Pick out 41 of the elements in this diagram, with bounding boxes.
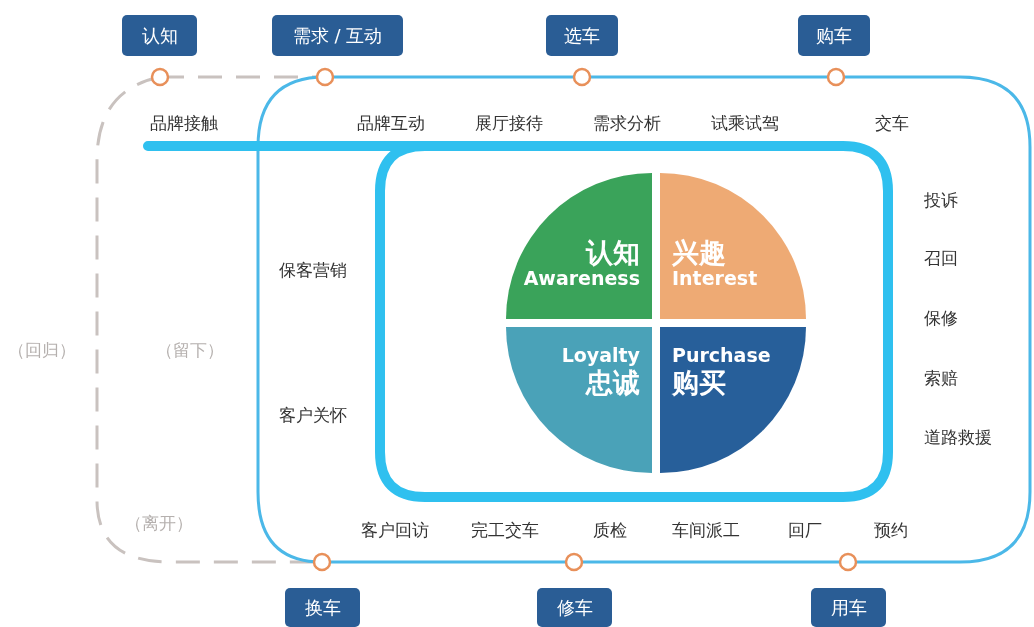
- step-label: 保客营销: [279, 259, 347, 281]
- step-label: 完工交车: [471, 519, 539, 541]
- stage-tag: 换车: [285, 588, 360, 627]
- step-label: 展厅接待: [475, 112, 543, 134]
- step-label: 召回: [924, 247, 958, 269]
- step-label: 回厂: [788, 519, 822, 541]
- pie-quadrant: [506, 173, 652, 319]
- quadrant-title: 购买: [672, 366, 727, 398]
- step-label: 客户回访: [361, 519, 429, 541]
- step-label: 客户关怀: [279, 404, 347, 426]
- step-label: 预约: [874, 519, 908, 541]
- step-label: 品牌接触: [150, 112, 218, 134]
- step-label: 质检: [593, 519, 627, 541]
- step-label: 需求分析: [593, 112, 661, 134]
- pie-quadrant: [506, 327, 652, 473]
- step-label: 品牌互动: [357, 112, 425, 134]
- step-label: 保修: [924, 307, 958, 329]
- path-note: （离开）: [125, 512, 193, 534]
- stage-tag: 认知: [122, 15, 197, 56]
- quadrant-title: 兴趣: [672, 237, 727, 269]
- stage-tag: 修车: [537, 588, 612, 627]
- pie-quadrant: [660, 327, 806, 473]
- path-note: （回归）: [8, 339, 76, 361]
- quadrant-title: 认知: [584, 237, 640, 269]
- quadrant-subtitle: Purchase: [672, 345, 771, 367]
- path-note: （留下）: [156, 339, 224, 361]
- quadrant-subtitle: Interest: [672, 268, 758, 290]
- step-label: 投诉: [924, 189, 958, 211]
- step-label: 道路救援: [924, 426, 992, 448]
- stage-tag: 购车: [798, 15, 870, 56]
- pie-quadrant: [660, 173, 806, 319]
- quadrant-subtitle: Loyalty: [561, 345, 640, 367]
- step-label: 车间派工: [672, 519, 740, 541]
- quadrant-subtitle: Awareness: [523, 268, 640, 290]
- step-label: 试乘试驾: [711, 112, 779, 134]
- stage-tag: 用车: [811, 588, 886, 627]
- step-label: 交车: [875, 112, 909, 134]
- quadrant-title: 忠诚: [584, 366, 640, 398]
- stage-tag: 选车: [546, 15, 618, 56]
- stage-tag: 需求 / 互动: [272, 15, 403, 56]
- step-label: 索赔: [924, 367, 958, 389]
